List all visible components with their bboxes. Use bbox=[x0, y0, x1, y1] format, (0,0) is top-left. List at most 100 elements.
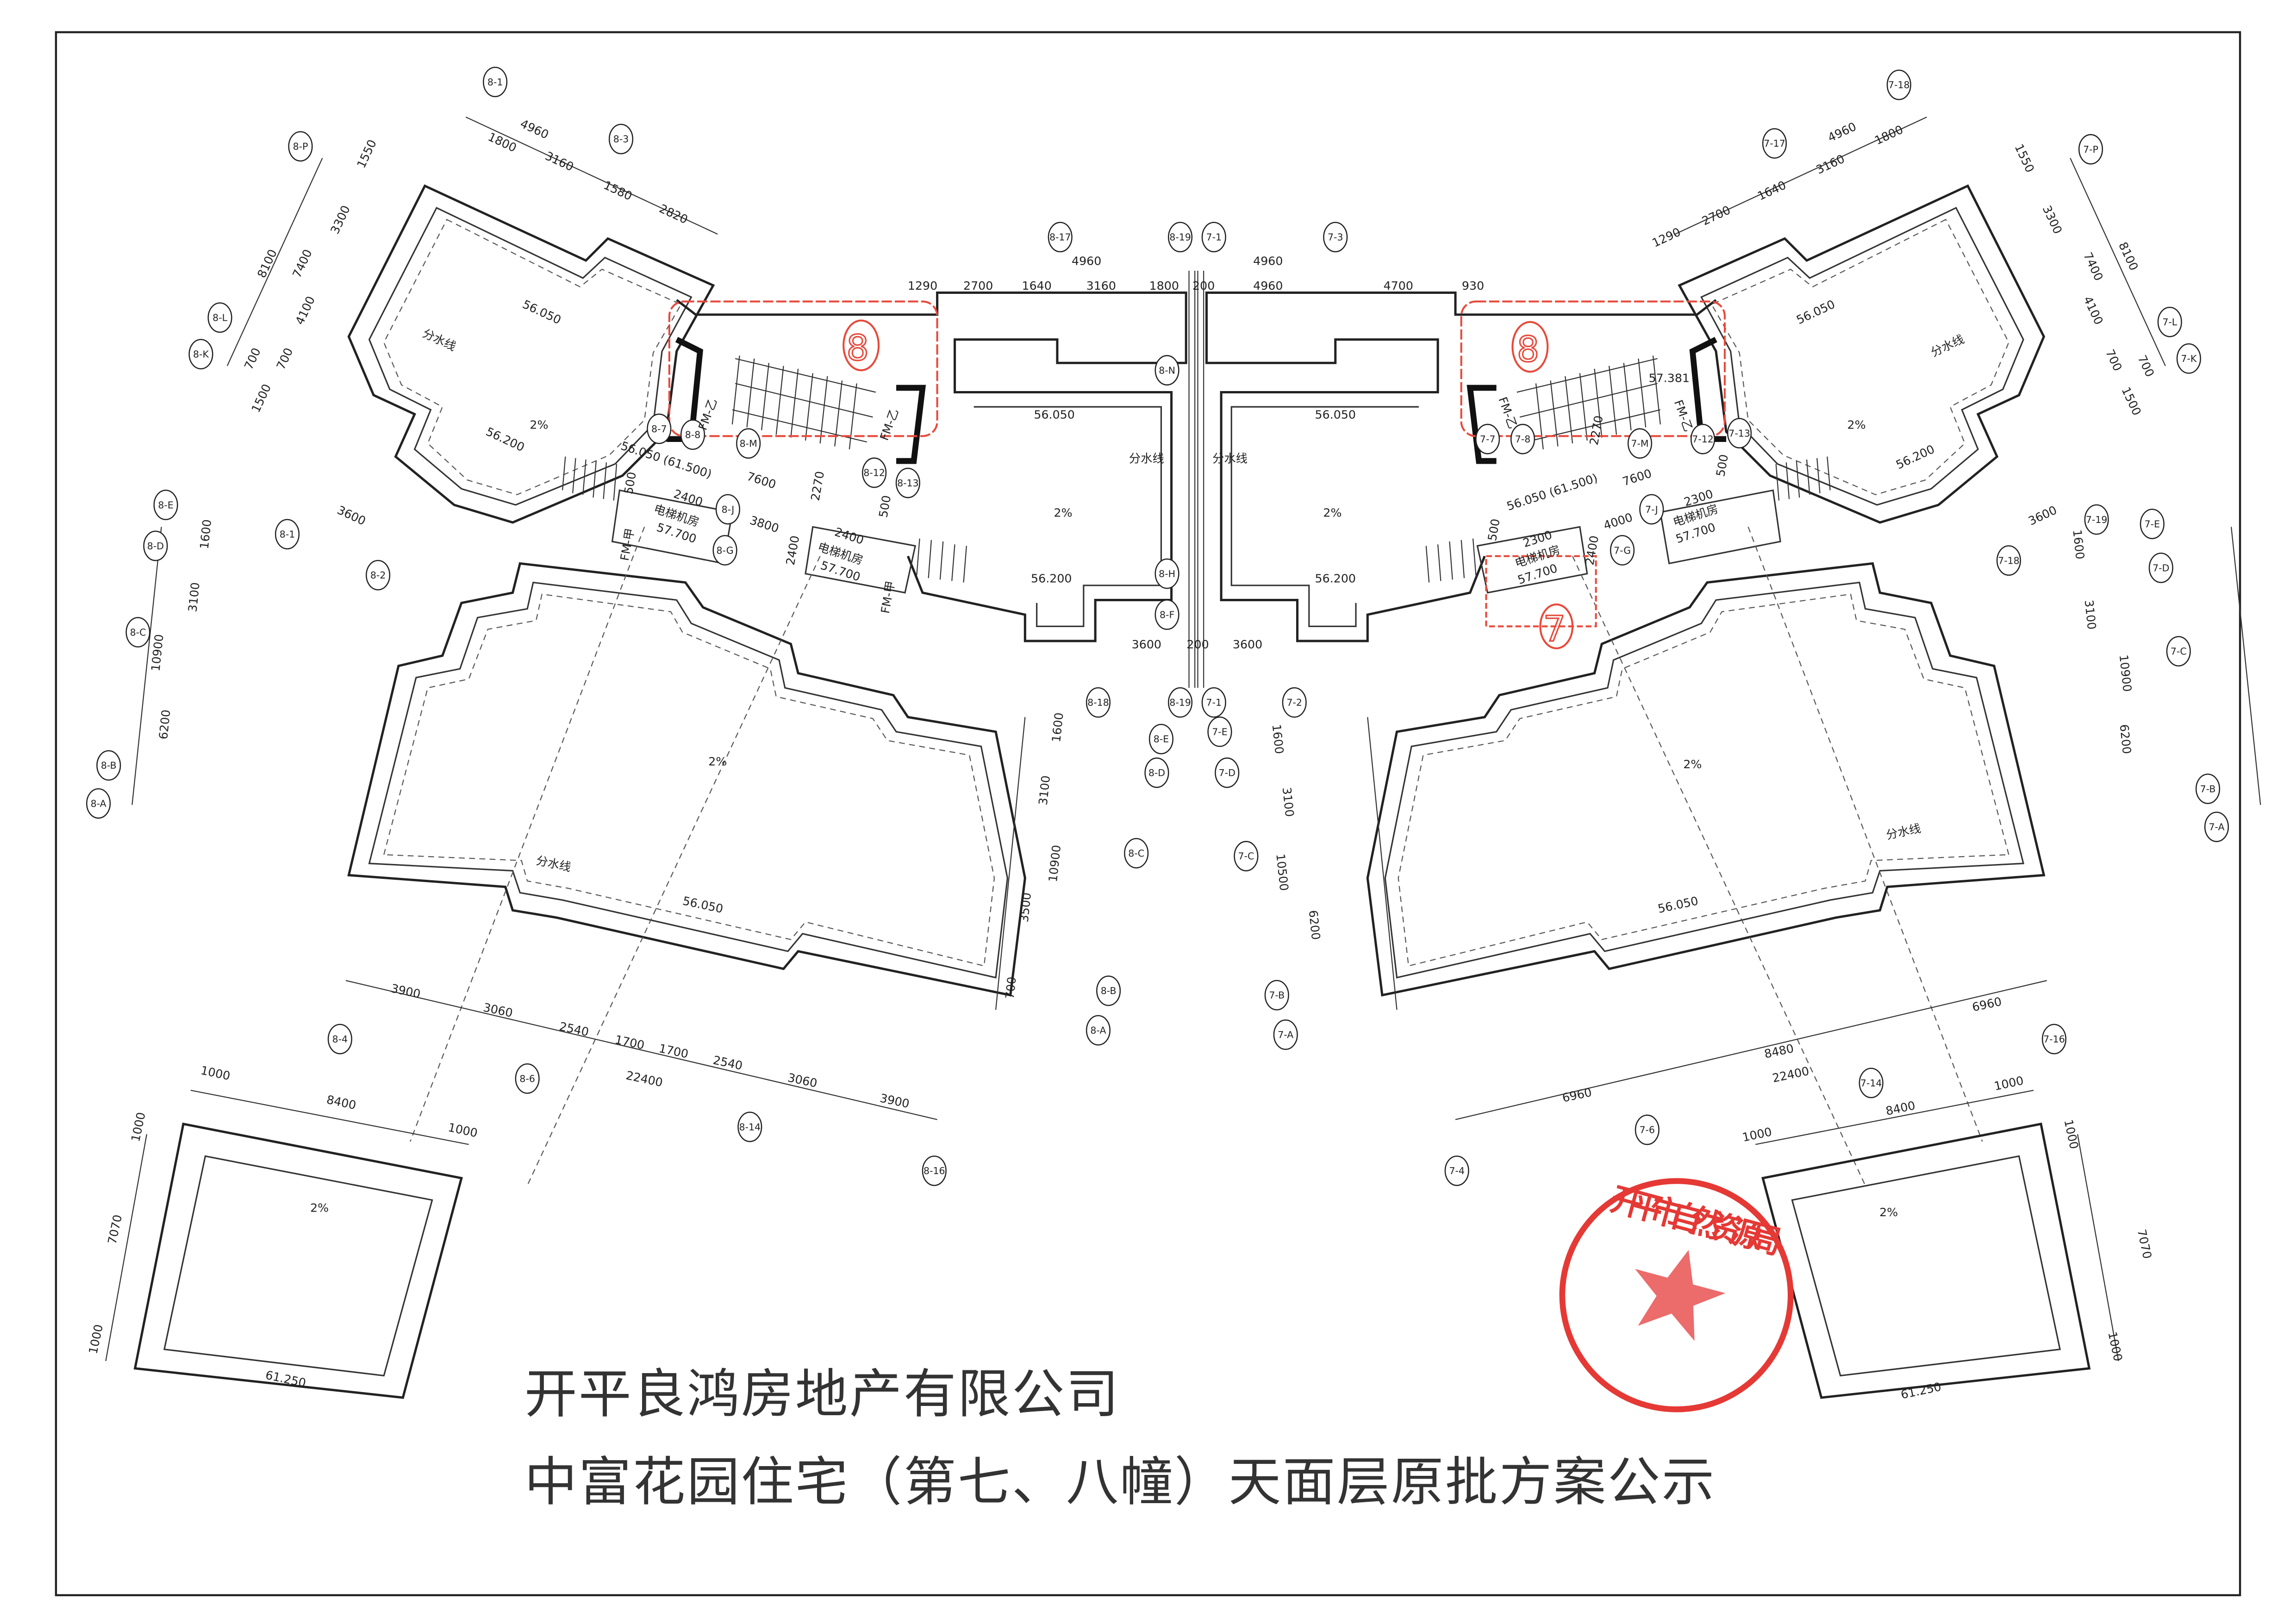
axis-bubble: 8-C bbox=[1124, 838, 1149, 869]
dimension-label: 4000 bbox=[1602, 510, 1634, 532]
axis-bubble: 8-A bbox=[86, 788, 111, 819]
axis-label: 8-12 bbox=[863, 467, 885, 479]
axis-label: 8-1 bbox=[280, 529, 295, 540]
dimension-label: 1700 bbox=[658, 1042, 690, 1061]
label-text: 10900 bbox=[1046, 844, 1063, 883]
label-text: 22400 bbox=[625, 1069, 664, 1089]
axis-label: 8-19 bbox=[1169, 697, 1191, 708]
axis-circle bbox=[96, 750, 121, 781]
dimension-label: 3100 bbox=[2082, 599, 2099, 630]
label-text: 4960 bbox=[1253, 279, 1283, 292]
axis-bubble: 8-1 bbox=[275, 519, 300, 550]
company-title: 开平良鸿房地产有限公司 bbox=[524, 1363, 1120, 1425]
dimension-label: 3600 bbox=[2026, 503, 2059, 528]
axis-circle bbox=[2078, 134, 2103, 165]
axis-bubble: 8-2 bbox=[366, 560, 391, 591]
dimension-label: 4100 bbox=[2081, 294, 2105, 327]
dimension-label: 22400 bbox=[1771, 1064, 1810, 1085]
axis-label: 7-16 bbox=[2043, 1034, 2065, 1045]
dimension-label: 700 bbox=[2103, 347, 2125, 373]
dimension-label: 分水线 bbox=[1212, 452, 1248, 465]
axis-circle bbox=[366, 560, 391, 591]
label-text: 7070 bbox=[106, 1213, 125, 1245]
dimension-label: 2% bbox=[310, 1201, 329, 1214]
axis-bubble: 8-12 bbox=[862, 457, 887, 488]
axis-circle bbox=[1610, 535, 1635, 566]
axis-bubble: 7-2 bbox=[1282, 687, 1307, 718]
label-text: 1600 bbox=[2070, 529, 2087, 560]
dimension-label: 10900 bbox=[2117, 654, 2134, 692]
drawing-frame bbox=[55, 31, 2241, 1597]
label-text: 3300 bbox=[328, 203, 353, 236]
dimension-label: 分水线 bbox=[1929, 332, 1966, 359]
axis-label: 8-A bbox=[91, 798, 106, 809]
axis-label: 8-M bbox=[740, 438, 757, 449]
dimension-label: 2270 bbox=[808, 470, 827, 502]
dimension-label: 3100 bbox=[1280, 787, 1297, 818]
label-text: 3900 bbox=[879, 1091, 911, 1111]
label-text: 57.381 bbox=[1649, 371, 1690, 385]
axis-bubble: 7-J bbox=[1639, 494, 1664, 525]
axis-bubble: 7-D bbox=[1215, 757, 1240, 788]
axis-bubble: 7-C bbox=[1234, 841, 1259, 871]
label-text: 22400 bbox=[1771, 1064, 1810, 1085]
axis-circle bbox=[1154, 558, 1179, 589]
label-text: 6960 bbox=[1561, 1086, 1593, 1105]
axis-bubble: 7-C bbox=[2166, 636, 2191, 667]
axis-bubble: 7-13 bbox=[1727, 418, 1752, 448]
axis-circle bbox=[1124, 838, 1149, 869]
label-text: FM-乙 bbox=[1496, 395, 1519, 430]
dimension-label: 8400 bbox=[1884, 1099, 1916, 1118]
dimension-label: 分水线 bbox=[1129, 452, 1164, 465]
axis-bubble: 8-D bbox=[143, 530, 168, 561]
axis-bubble: 8-8 bbox=[680, 419, 705, 450]
axis-circle bbox=[515, 1063, 540, 1094]
dimension-label: 200 bbox=[1186, 638, 1209, 651]
dimension-label: 3900 bbox=[390, 982, 422, 1001]
label-text: 4000 bbox=[1602, 510, 1634, 532]
axis-bubble: 7-18 bbox=[1886, 69, 1911, 100]
axis-label: 8-D bbox=[1148, 767, 1165, 778]
label-text: FM-乙 bbox=[1672, 398, 1695, 433]
label-text: 3060 bbox=[482, 1001, 514, 1020]
dimension-label: 500 bbox=[1714, 454, 1731, 478]
dimension-label: 2540 bbox=[712, 1053, 744, 1073]
axis-label: 7-1 bbox=[1206, 697, 1222, 708]
dimension-label: 200 bbox=[1192, 279, 1215, 292]
axis-label: 7-G bbox=[1614, 545, 1631, 556]
axis-circle bbox=[895, 467, 920, 498]
axis-circle bbox=[715, 494, 740, 525]
axis-circle bbox=[1475, 423, 1500, 454]
axis-circle bbox=[2041, 1024, 2067, 1055]
axis-label: 8-2 bbox=[370, 570, 386, 581]
label-text: 2% bbox=[1879, 1206, 1898, 1219]
revision-cloud-8-left: 8 bbox=[668, 300, 938, 437]
label-text: 200 bbox=[1192, 279, 1215, 292]
revision-marker: 8 bbox=[1517, 329, 1539, 370]
dimension-label: 2% bbox=[1847, 418, 1866, 432]
axis-label: 8-19 bbox=[1169, 232, 1191, 243]
dimension-label: 分水线 bbox=[421, 326, 458, 353]
axis-circle bbox=[2166, 636, 2191, 667]
dimension-label: 2700 bbox=[963, 279, 993, 292]
dimension-label: 7070 bbox=[2135, 1228, 2154, 1260]
dimension-label: 3060 bbox=[786, 1071, 818, 1090]
axis-bubble: 8-18 bbox=[1086, 687, 1111, 718]
axis-bubble: 8-7 bbox=[647, 413, 672, 444]
axis-circle bbox=[143, 530, 168, 561]
axis-label: 7-M bbox=[1631, 438, 1648, 449]
axis-circle bbox=[288, 131, 313, 162]
dimension-label: 分水线 bbox=[1885, 821, 1922, 842]
dimension-label: 8480 bbox=[1763, 1042, 1795, 1061]
axis-label: 7-B bbox=[2200, 784, 2216, 795]
label-text: 3100 bbox=[2082, 599, 2099, 630]
label-text: 56.200 bbox=[1315, 572, 1356, 585]
axis-circle bbox=[275, 519, 300, 550]
axis-label: 8-E bbox=[158, 499, 173, 510]
axis-circle bbox=[207, 302, 232, 333]
axis-circle bbox=[1201, 687, 1226, 718]
axis-label: 7-D bbox=[1219, 767, 1235, 778]
label-text: 3600 bbox=[1233, 638, 1262, 651]
axis-label: 7-E bbox=[2145, 518, 2160, 529]
label-text: 1000 bbox=[129, 1111, 148, 1143]
